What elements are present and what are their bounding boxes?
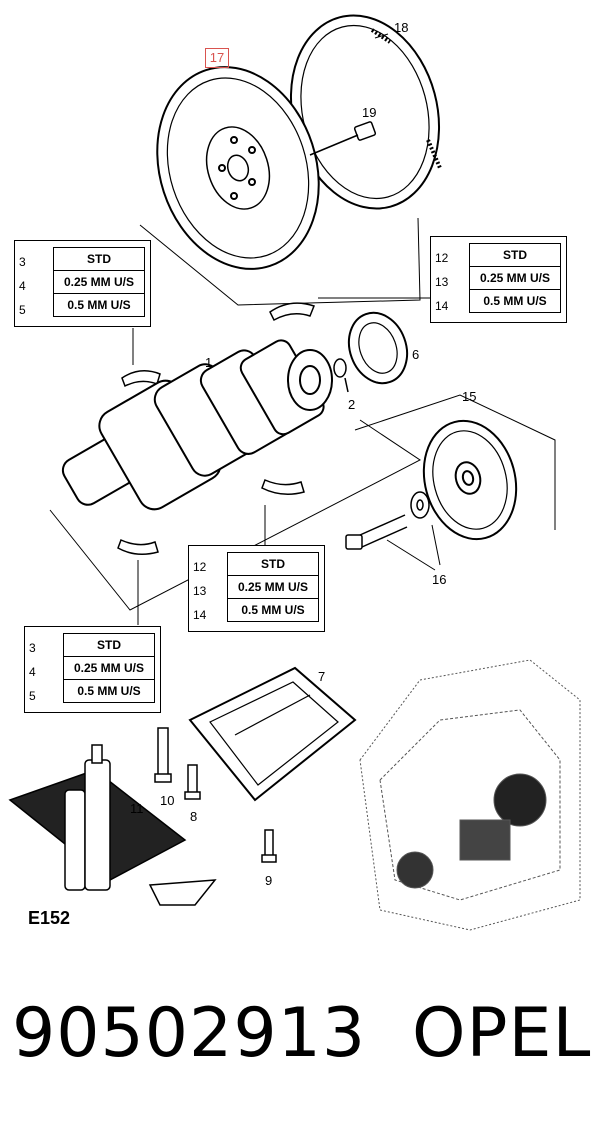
table-cell: STD: [54, 248, 144, 271]
table-cell: 0.5 MM U/S: [483, 294, 547, 308]
row-number: 3: [19, 255, 26, 269]
callout-crankshaft: 1: [205, 355, 212, 370]
row-number: 14: [435, 299, 449, 313]
bearing-table-bottom-left: 3 4 5 STD 0.25 MM U/S 0.5 MM U/S: [24, 626, 161, 713]
flywheel-callout-box[interactable]: 17: [205, 48, 229, 68]
bearing-table-top-right: 12 13 14 STD 0.25 MM U/S 0.5 MM U/S: [430, 236, 567, 323]
oil-pan-gasket[interactable]: [188, 666, 357, 802]
pilot-bearing[interactable]: [333, 358, 349, 393]
callout-bolt-8: 8: [190, 809, 197, 824]
pulley-bolt-washer[interactable]: [345, 491, 430, 550]
row-number: 3: [29, 641, 36, 655]
crankshaft[interactable]: [59, 337, 333, 515]
bearing-table-middle: 12 13 14 STD 0.25 MM U/S 0.5 MM U/S: [188, 545, 325, 632]
table-cell: 0.25 MM U/S: [470, 267, 560, 290]
callout-oil-pan-gasket: 7: [318, 669, 325, 684]
table-cell: STD: [228, 553, 318, 576]
callout-bolt-9: 9: [265, 873, 272, 888]
table-cell: STD: [470, 244, 560, 267]
kit-code-label: E152: [28, 908, 71, 928]
row-number: 13: [193, 584, 207, 598]
row-number: 12: [193, 560, 207, 574]
callout-flywheel-bolt: 19: [362, 105, 376, 120]
table-cell: 0.5 MM U/S: [241, 603, 305, 617]
row-number: 4: [19, 279, 26, 293]
exploded-parts-diagram: 18 19: [8, 14, 581, 931]
table-cell: 0.5 MM U/S: [67, 298, 131, 312]
callout-bolt-10: 10: [160, 793, 174, 808]
table-cell: 0.25 MM U/S: [54, 271, 144, 294]
table-cell: 0.5 MM U/S: [77, 684, 141, 698]
rear-seal[interactable]: [339, 305, 416, 392]
table-cell: STD: [64, 634, 154, 657]
table-cell: 0.25 MM U/S: [228, 576, 318, 599]
callout-ring-gear: 18: [394, 20, 408, 35]
row-number: 4: [29, 665, 36, 679]
sealant-kit[interactable]: [8, 744, 217, 906]
bearing-table-top-left: 3 4 5 STD 0.25 MM U/S 0.5 MM U/S: [14, 240, 151, 327]
callout-pulley-bolt-washer: 16: [432, 572, 446, 587]
brand-name: OPEL: [412, 994, 592, 1073]
flywheel-bolt[interactable]: [309, 121, 377, 156]
table-cell: 0.25 MM U/S: [64, 657, 154, 680]
part-number: 90502913: [12, 994, 367, 1073]
callout-pulley: 15: [462, 389, 476, 404]
callout-rear-seal: 6: [412, 347, 419, 362]
row-number: 12: [435, 251, 449, 265]
bolt-9[interactable]: [261, 829, 277, 863]
callout-pilot-bearing: 2: [348, 397, 355, 412]
row-number: 13: [435, 275, 449, 289]
row-number: 5: [29, 689, 36, 703]
row-number: 5: [19, 303, 26, 317]
flywheel[interactable]: [132, 46, 344, 290]
row-number: 14: [193, 608, 207, 622]
callout-sealant: 11: [130, 801, 144, 816]
engine-illustration: [359, 659, 581, 931]
pulley[interactable]: [411, 410, 529, 549]
bolt-10[interactable]: [154, 727, 172, 783]
bolt-8[interactable]: [184, 764, 201, 800]
